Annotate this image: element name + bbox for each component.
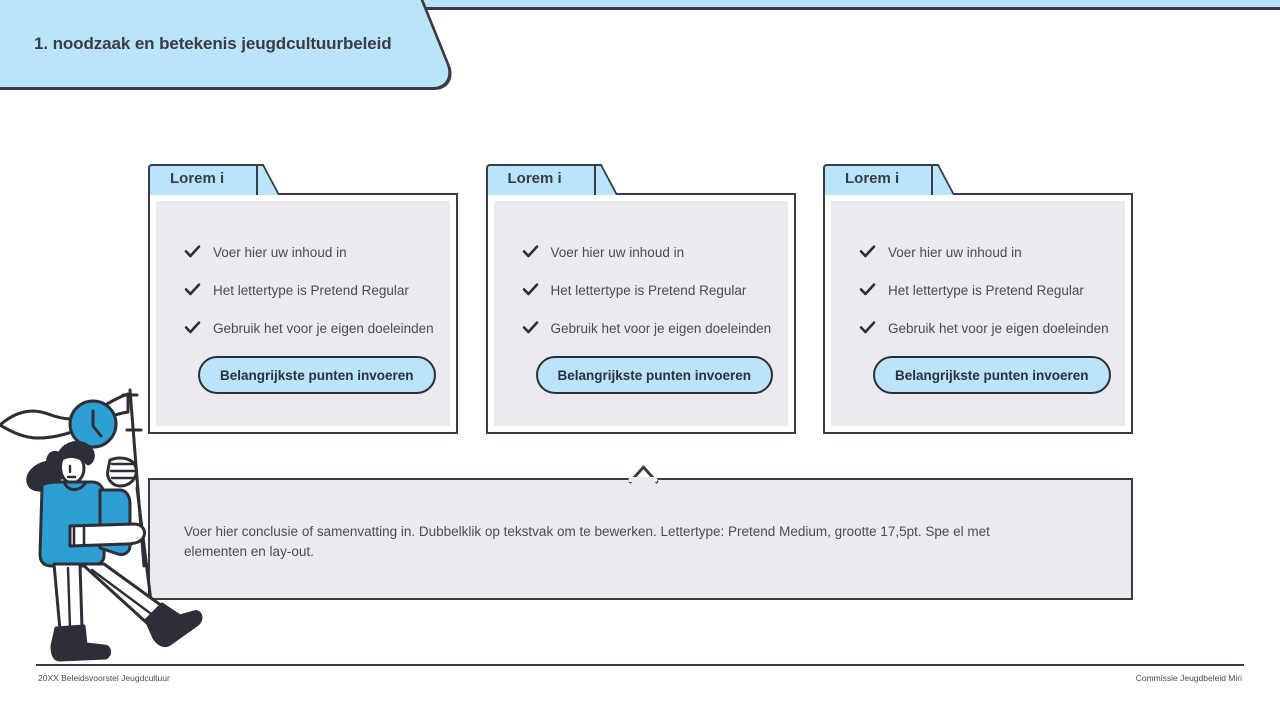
- header-rule: [400, 7, 1280, 10]
- footer-right-label: Commissie Jeugdbeleid Miri: [1135, 673, 1242, 683]
- slide-header: 1. noodzaak en betekenis jeugdcultuurbel…: [0, 0, 1280, 92]
- list-item: Het lettertype is Pretend Regular: [184, 281, 438, 299]
- check-icon: [522, 320, 539, 337]
- content-card-3: Lorem i Voer hier uw inhoud in Het lette: [823, 164, 1133, 434]
- check-icon: [184, 282, 201, 299]
- card-tab-3[interactable]: [823, 164, 933, 195]
- card-body-1: Voer hier uw inhoud in Het lettertype is…: [148, 193, 458, 434]
- list-item: Gebruik het voor je eigen doeleinden: [522, 319, 776, 337]
- header-tab-baseline: [0, 87, 340, 90]
- check-list-1: Voer hier uw inhoud in Het lettertype is…: [184, 243, 438, 357]
- list-item-label: Gebruik het voor je eigen doeleinden: [213, 320, 434, 336]
- card-body-3: Voer hier uw inhoud in Het lettertype is…: [823, 193, 1133, 434]
- header-band: [0, 0, 1280, 10]
- list-item-label: Het lettertype is Pretend Regular: [888, 282, 1084, 298]
- card-inner-panel-3: Voer hier uw inhoud in Het lettertype is…: [831, 201, 1125, 426]
- check-icon: [859, 320, 876, 337]
- list-item: Voer hier uw inhoud in: [859, 243, 1113, 261]
- card-inner-panel-1: Voer hier uw inhoud in Het lettertype is…: [156, 201, 450, 426]
- card-tab-2[interactable]: [485, 164, 596, 195]
- list-item: Het lettertype is Pretend Regular: [859, 281, 1113, 299]
- key-points-button-1[interactable]: Belangrijkste punten invoeren: [198, 356, 436, 394]
- content-card-2: Lorem i Voer hier uw inhoud in Het lette: [485, 164, 796, 434]
- conclusion-notch-mask: [629, 477, 657, 482]
- list-item: Gebruik het voor je eigen doeleinden: [859, 319, 1113, 337]
- card-tab-1[interactable]: [148, 164, 258, 195]
- check-icon: [859, 244, 876, 261]
- conclusion-box[interactable]: Voer hier conclusie of samenvatting in. …: [148, 463, 1133, 600]
- check-icon: [184, 320, 201, 337]
- person-climbing-flagpole-with-clock-illustration: [0, 378, 209, 663]
- card-tab-label-3: Lorem i: [845, 170, 900, 187]
- check-icon: [522, 282, 539, 299]
- cards-row: Lorem i Voer hier uw inhoud in Het lette: [148, 164, 1133, 434]
- content-card-1: Lorem i Voer hier uw inhoud in Het lette: [148, 164, 458, 434]
- list-item-label: Het lettertype is Pretend Regular: [213, 282, 409, 298]
- key-points-button-3[interactable]: Belangrijkste punten invoeren: [873, 356, 1111, 394]
- card-body-2: Voer hier uw inhoud in Het lettertype is…: [485, 193, 796, 434]
- footer-left-label: 20XX Beleidsvoorstel Jeugdcultuur: [38, 673, 170, 683]
- list-item: Voer hier uw inhoud in: [522, 243, 776, 261]
- check-icon: [522, 244, 539, 261]
- list-item-label: Voer hier uw inhoud in: [888, 244, 1022, 260]
- card-inner-panel-2: Voer hier uw inhoud in Het lettertype is…: [493, 201, 788, 426]
- list-item: Het lettertype is Pretend Regular: [522, 281, 776, 299]
- list-item-label: Voer hier uw inhoud in: [550, 244, 685, 260]
- list-item-label: Voer hier uw inhoud in: [213, 244, 347, 260]
- list-item: Voer hier uw inhoud in: [184, 243, 438, 261]
- list-item-label: Gebruik het voor je eigen doeleinden: [888, 320, 1109, 336]
- key-points-button-2[interactable]: Belangrijkste punten invoeren: [535, 356, 774, 394]
- list-item-label: Het lettertype is Pretend Regular: [550, 282, 747, 298]
- header-tab-fill: [0, 0, 330, 90]
- list-item-label: Gebruik het voor je eigen doeleinden: [550, 320, 772, 336]
- check-list-2: Voer hier uw inhoud in Het lettertype is…: [522, 243, 776, 357]
- card-tab-label-1: Lorem i: [170, 170, 225, 187]
- check-icon: [184, 244, 201, 261]
- card-tab-label-2: Lorem i: [507, 170, 562, 187]
- footer-divider: [36, 664, 1244, 666]
- list-item: Gebruik het voor je eigen doeleinden: [184, 319, 438, 337]
- check-list-3: Voer hier uw inhoud in Het lettertype is…: [859, 243, 1113, 357]
- page-title: 1. noodzaak en betekenis jeugdcultuurbel…: [34, 34, 392, 53]
- check-icon: [859, 282, 876, 299]
- conclusion-text: Voer hier conclusie of samenvatting in. …: [184, 524, 990, 559]
